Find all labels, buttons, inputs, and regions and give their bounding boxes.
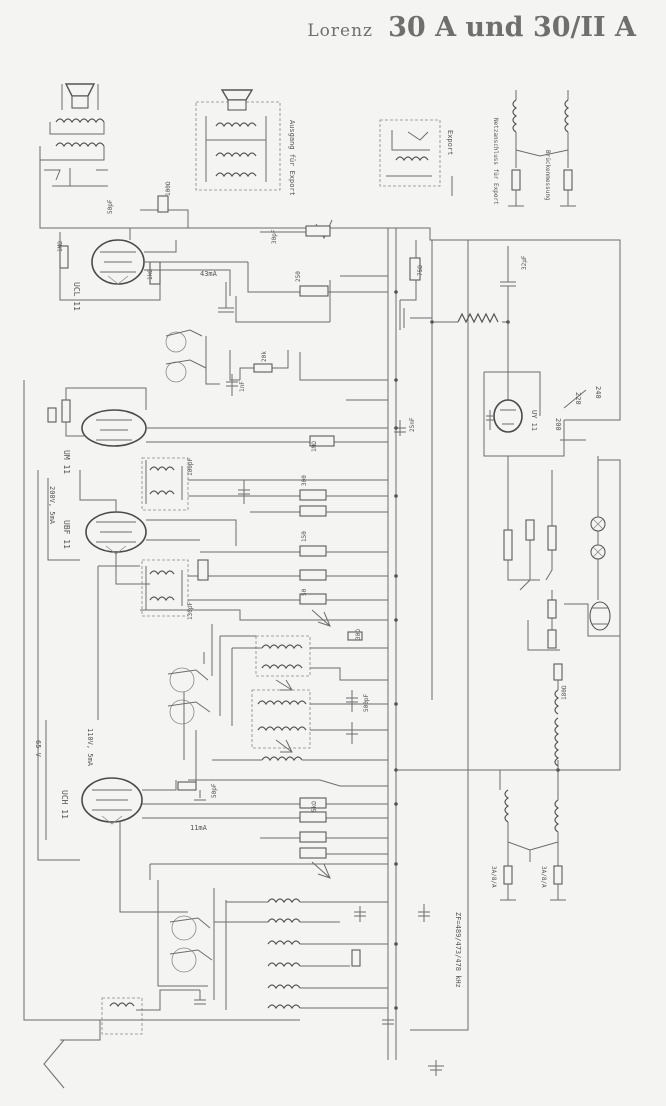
res-label-10: 50 xyxy=(301,588,308,596)
cap-label-6: 100pF xyxy=(187,458,194,476)
tone-switch-section xyxy=(165,329,388,396)
cap-label-2: 50pF xyxy=(107,199,114,214)
inset-label-export-output: Ausgang für Export xyxy=(288,120,296,196)
supply-buses: 65 V xyxy=(23,209,621,1060)
if-transformer-1 xyxy=(141,457,388,517)
res-label-8: 300 xyxy=(301,475,308,486)
ucl11-current-label: 43mA xyxy=(200,270,218,278)
fuse-label-a: 3A/8/A xyxy=(490,866,497,888)
aerial-coils: ZF=489/473/478 kHz xyxy=(214,898,462,1010)
tube-label-ubf11: UBF 11 xyxy=(62,520,71,549)
tube-uch11: UCH 11 110V, 5mA 11mA xyxy=(60,728,388,832)
inset-label-bridge: Brückenmessung xyxy=(544,150,551,201)
res-label-6: 20k xyxy=(261,351,268,362)
res-label-12: 5kΩ xyxy=(311,801,318,812)
inset-label-mains: Netzanschluss für Export xyxy=(492,118,499,205)
band-switch-lower xyxy=(157,880,227,1010)
ucl11-feedback-network xyxy=(218,219,432,330)
cap-label-5: 25nF xyxy=(409,417,416,432)
schematic-title: Lorenz 30 A und 30/II A xyxy=(307,12,636,43)
rf-coils-upper xyxy=(188,631,388,787)
title-brand: Lorenz xyxy=(307,21,373,41)
uch11-note: 110V, 5mA xyxy=(86,728,94,767)
if-frequency-label: ZF=489/473/478 kHz xyxy=(454,912,462,988)
cap-label-7: 130pF xyxy=(187,602,194,620)
title-model: 30 A und 30/II A xyxy=(388,12,636,43)
res-label-5: 75Ω xyxy=(417,265,424,276)
res-label-7: 1MΩ xyxy=(311,441,318,452)
pilot-lamp-dropper xyxy=(398,456,621,800)
res-label-4: 250 xyxy=(295,271,302,282)
band-switch-upper xyxy=(167,624,233,790)
component-labels: 1MΩ 100Ω 1kΩ 250 75Ω 20k 1MΩ 300 150 50 … xyxy=(57,181,568,812)
oscillator-network xyxy=(149,831,388,880)
tube-um11: UM 11 xyxy=(47,387,406,474)
speaker-output-block xyxy=(39,83,108,229)
tube-label-ucl11: UCL 11 xyxy=(72,282,81,311)
aerial-input xyxy=(43,989,444,1089)
res-label-13: 180Ω xyxy=(561,685,568,700)
fuse-label-b: 3A/8/A xyxy=(540,866,547,888)
res-label-1: 1MΩ xyxy=(57,241,64,252)
cap-label-3: 32μF xyxy=(521,255,528,270)
mains-inset: Netzanschluss für Export Brückenmessung xyxy=(492,90,576,207)
tube-ucl11: UCL 11 43mA xyxy=(59,195,248,311)
if-transformer-2 xyxy=(97,545,388,720)
cap-label-4: 1nF xyxy=(239,381,246,392)
res-label-11: 30Ω xyxy=(355,629,362,640)
inset-label-export: Export xyxy=(446,130,454,155)
ubf11-note: 200V, 5mA xyxy=(48,486,56,525)
tube-label-uch11: UCH 11 xyxy=(60,790,69,819)
cap-label-9: 50pF xyxy=(211,783,218,798)
export-switch-inset: Export xyxy=(379,119,454,196)
cap-label-8: 500pF xyxy=(363,694,370,712)
voltage-mark-200: 200 xyxy=(554,418,562,431)
export-speaker-inset: Ausgang für Export xyxy=(195,89,296,196)
res-label-3: 1kΩ xyxy=(147,269,154,280)
res-label-9: 150 xyxy=(301,531,308,542)
supply-voltage-label: 65 V xyxy=(34,740,42,758)
mains-input: 3A/8/A 3A/8/A xyxy=(490,789,566,901)
uch11-current-label: 11mA xyxy=(190,824,208,832)
voltage-mark-240: 240 xyxy=(594,386,602,399)
tube-label-um11: UM 11 xyxy=(62,450,71,474)
tube-label-uy11: UY 11 xyxy=(530,410,538,431)
res-label-2: 100Ω xyxy=(165,181,172,196)
power-supply-filter: UY 11 220 240 200 xyxy=(432,246,602,457)
cap-label-1: 30pF xyxy=(271,229,278,244)
voltage-mark-220: 220 xyxy=(574,392,582,405)
tube-ubf11: UBF 11 200V, 5mA xyxy=(47,470,237,585)
junction-dots xyxy=(394,290,560,1010)
